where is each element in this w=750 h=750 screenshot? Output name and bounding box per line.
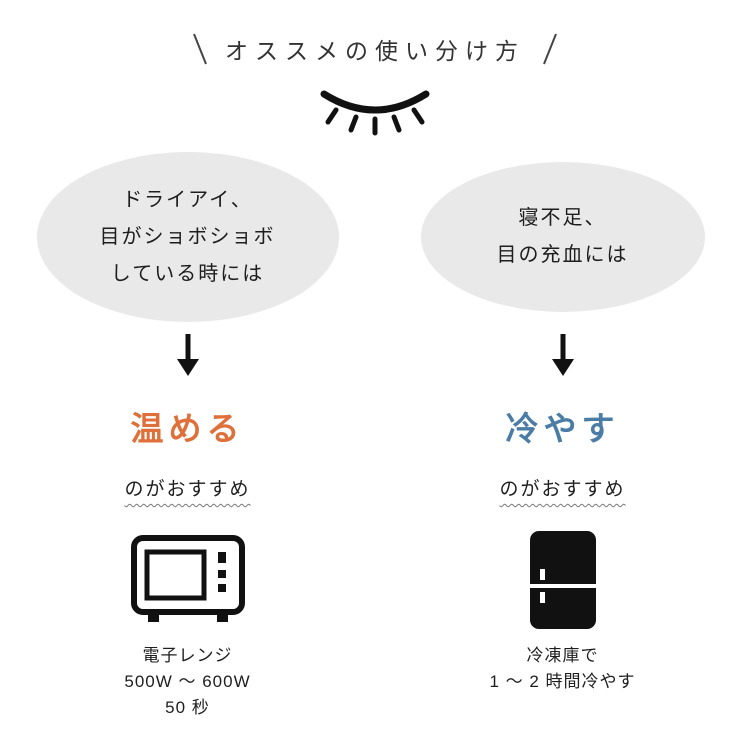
- bubble-wrap-cool: 寝不足、 目の充血には: [420, 144, 705, 330]
- down-arrow-warm: [176, 334, 200, 376]
- action-label-cool: 冷やす: [505, 410, 620, 447]
- microwave-icon: [130, 535, 245, 622]
- condition-bubble-cool: 寝不足、 目の充血には: [420, 162, 705, 312]
- recommend-label-warm: のがおすすめ: [124, 479, 251, 500]
- page-title: オススメの使い分け方: [225, 38, 525, 64]
- bubble-line: 目がショボショボ: [99, 225, 276, 248]
- details-warm: 電子レンジ 500W ～ 600W 50 秒: [124, 643, 250, 721]
- recommend-label-cool: のがおすすめ: [499, 479, 626, 500]
- action-label-warm: 温める: [130, 410, 245, 447]
- down-arrow-cool: [551, 334, 575, 376]
- detail-line: 1 ～ 2 時間冷やす: [489, 672, 636, 691]
- right-slash-decoration: [543, 33, 557, 65]
- detail-line: 500W ～ 600W: [124, 672, 251, 691]
- column-warm: ドライアイ、 目がショボショボ している時には 温める のがおすすめ: [0, 144, 375, 721]
- bubble-line: 寝不足、: [518, 207, 607, 229]
- down-arrow-icon: [176, 334, 199, 376]
- bubble-line: ドライアイ、: [122, 188, 253, 211]
- details-cool: 冷凍庫で 1 ～ 2 時間冷やす: [489, 643, 635, 695]
- refrigerator-icon: [529, 531, 596, 629]
- detail-line: 電子レンジ: [142, 646, 233, 665]
- left-slash-decoration: [193, 33, 207, 65]
- title-row: オススメの使い分け方: [0, 0, 750, 66]
- detail-line: 冷凍庫で: [526, 646, 599, 665]
- icon-wrap-cool: [527, 525, 599, 635]
- bubble-line: している時には: [110, 262, 265, 285]
- bubble-line: 目の充血には: [496, 244, 629, 266]
- closed-eye-icon: [320, 90, 430, 136]
- detail-line: 50 秒: [165, 698, 210, 717]
- condition-bubble-warm: ドライアイ、 目がショボショボ している時には: [36, 152, 339, 322]
- icon-wrap-warm: [130, 525, 246, 635]
- bubble-wrap-warm: ドライアイ、 目がショボショボ している時には: [36, 144, 339, 330]
- down-arrow-icon: [551, 334, 574, 376]
- column-cool: 寝不足、 目の充血には 冷やす のがおすすめ: [375, 144, 750, 721]
- columns: ドライアイ、 目がショボショボ している時には 温める のがおすすめ: [0, 144, 750, 721]
- eye-icon-row: [0, 86, 750, 136]
